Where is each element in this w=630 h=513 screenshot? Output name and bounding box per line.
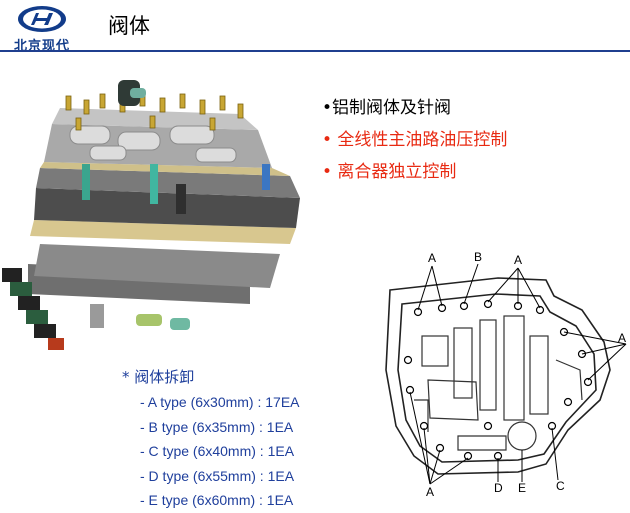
bottom-solenoids bbox=[90, 304, 190, 330]
separator-gasket bbox=[30, 220, 296, 244]
disassembly-section: * 阀体拆卸 - A type (6x30mm) : 17EA - B type… bbox=[122, 366, 300, 513]
label-a: A bbox=[428, 251, 436, 265]
label-b: B bbox=[474, 250, 482, 264]
top-solenoid bbox=[118, 80, 146, 106]
bolt-spec-item: - C type (6x40mm) : 1EA bbox=[140, 443, 295, 459]
bolt-holes bbox=[403, 299, 593, 461]
disassembly-heading: * 阀体拆卸 bbox=[122, 368, 195, 386]
label-a: A bbox=[514, 253, 522, 267]
bolt-location-diagram: A B A A A D E C bbox=[368, 250, 630, 508]
middle-plate bbox=[36, 168, 300, 198]
feature-item: • 离合器独立控制 bbox=[322, 162, 457, 182]
hyundai-emblem-icon bbox=[18, 6, 66, 32]
diagram-labels: A B A A A D E C bbox=[426, 250, 626, 499]
upper-gasket bbox=[40, 162, 290, 176]
leader-lines bbox=[409, 263, 627, 485]
bolt-spec-item: - D type (6x55mm) : 1EA bbox=[140, 467, 295, 484]
slide-header: 北京现代 阀体 bbox=[0, 0, 630, 54]
side-connectors bbox=[2, 268, 64, 350]
hyundai-logo: 北京现代 bbox=[6, 4, 78, 54]
label-c: C bbox=[556, 479, 565, 493]
valve-body-photo bbox=[2, 80, 300, 350]
middle-valve-block bbox=[34, 188, 300, 228]
solenoid-valves bbox=[82, 164, 270, 214]
page-title: 阀体 bbox=[108, 14, 150, 38]
feature-item: •铝制阀体及针阀 bbox=[322, 98, 452, 118]
feature-list: •铝制阀体及针阀 • 全线性主油路油压控制 • 离合器独立控制 bbox=[322, 92, 507, 188]
valve-body-outline bbox=[385, 277, 611, 475]
valve-spools bbox=[69, 125, 237, 163]
bolt-spec-item: - A type (6x30mm) : 17EA bbox=[140, 394, 300, 410]
feature-item: • 全线性主油路油压控制 bbox=[322, 130, 508, 150]
label-d: D bbox=[494, 481, 503, 495]
label-a: A bbox=[618, 331, 626, 345]
label-e: E bbox=[518, 481, 526, 495]
lower-valve-block bbox=[34, 244, 280, 288]
bolt-spec-item: - E type (6x60mm) : 1EA bbox=[140, 492, 294, 508]
header-divider bbox=[0, 50, 630, 52]
label-a: A bbox=[426, 485, 434, 499]
internal-channels bbox=[414, 315, 583, 451]
bolt-spec-item: - B type (6x35mm) : 1EA bbox=[140, 418, 294, 435]
